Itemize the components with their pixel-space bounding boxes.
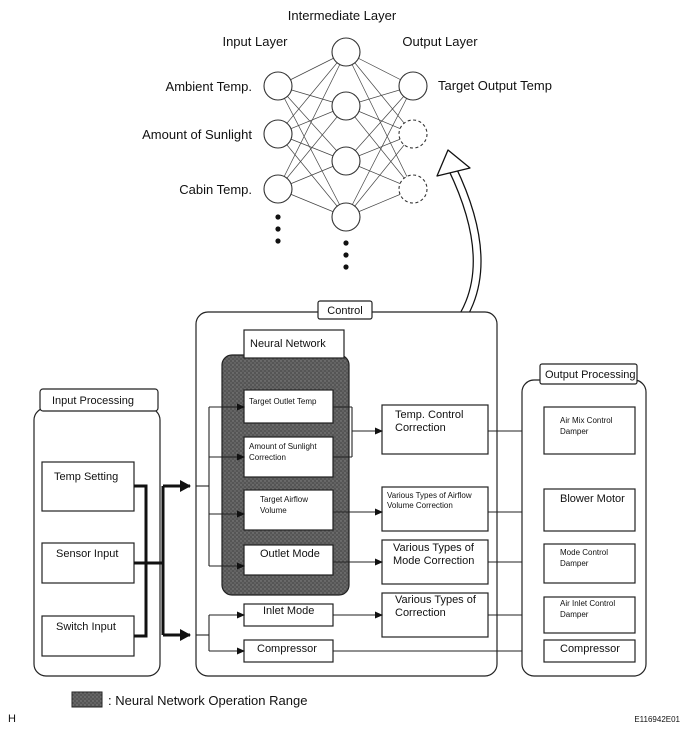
airflow-correction-box [381, 486, 489, 532]
outlet-mode-box [243, 544, 334, 576]
output-node-dashed [398, 119, 428, 149]
temp-setting-label: Temp Setting [54, 471, 118, 483]
temp-control-correction-line2: Correction [395, 422, 446, 434]
temp-control-correction-line1: Temp. Control [395, 409, 463, 421]
network-figure: Intermediate Layer Input Layer Output La… [142, 8, 552, 270]
target-outlet-temp-label: Target Outlet Temp [249, 397, 317, 406]
output-processing-title: Output Processing [545, 369, 636, 381]
air-mix-damper-line1: Air Mix Control [560, 416, 613, 425]
compressor-output-box [543, 639, 636, 663]
footer-left: H [8, 713, 16, 725]
sunlight-correction-line2: Correction [249, 453, 286, 462]
output-node-dashed [398, 174, 428, 204]
network-edge [345, 133, 414, 218]
input-node [263, 71, 293, 101]
network-edge [277, 51, 347, 135]
target-airflow-line2: Volume [260, 506, 287, 515]
network-connections [277, 51, 414, 218]
neural-network-box [243, 329, 345, 359]
mode-correction-line1: Various Types of [393, 542, 475, 554]
control-connectors [196, 403, 545, 655]
footer-right: E116942E01 [634, 715, 680, 724]
air-inlet-damper-line2: Damper [560, 610, 589, 619]
mode-damper-line2: Damper [560, 559, 589, 568]
mode-correction-line2: Mode Correction [393, 555, 474, 567]
network-edge [345, 85, 414, 218]
switch-input-box [41, 615, 135, 657]
mode-damper-line1: Mode Control [560, 548, 608, 557]
output-processing-title-box [539, 363, 638, 385]
hidden-node [331, 146, 361, 176]
ellipsis-dot [275, 238, 281, 244]
target-airflow-line1: Target Airflow [260, 495, 308, 504]
network-edge [277, 85, 347, 218]
ellipsis-dot [275, 226, 281, 232]
compressor-control-label: Compressor [257, 643, 317, 655]
hidden-node [331, 37, 361, 67]
inlet-mode-label: Inlet Mode [263, 605, 314, 617]
sensor-input-label: Sensor Input [56, 548, 118, 560]
input-label-ambient: Ambient Temp. [166, 79, 252, 94]
target-outlet-temp-box [243, 389, 334, 424]
output-label-target: Target Output Temp [438, 78, 552, 93]
inlet-correction-line1: Various Types of [395, 594, 477, 606]
airflow-correction-line2: Volume Correction [387, 501, 453, 510]
compressor-output-label: Compressor [560, 643, 620, 655]
outlet-mode-label: Outlet Mode [260, 548, 320, 560]
air-mix-damper-box [543, 406, 636, 455]
input-processing-panel: Input Processing Temp Setting Sensor Inp… [33, 388, 161, 677]
legend-swatch [71, 691, 103, 708]
ellipsis-dot [343, 264, 349, 270]
air-inlet-damper-box [543, 596, 636, 634]
input-node [263, 174, 293, 204]
ellipsis-dot [275, 214, 281, 220]
control-panel: Control Neural Network Target Outlet Tem… [195, 300, 498, 677]
network-edge [277, 133, 347, 218]
ellipsis-dot [343, 240, 349, 246]
blower-motor-box [543, 488, 636, 532]
output-processing-panel: Output Processing Air Mix Control Damper… [521, 363, 647, 677]
input-label-sunlight: Amount of Sunlight [142, 127, 252, 142]
legend-label: : Neural Network Operation Range [108, 693, 307, 708]
input-bus [134, 480, 191, 641]
mode-damper-box [543, 543, 636, 584]
input-processing-title: Input Processing [52, 395, 134, 407]
neural-network-label: Neural Network [250, 338, 326, 350]
network-edge [345, 51, 414, 190]
network-edge [345, 51, 414, 135]
input-processing-title-box [39, 388, 159, 412]
air-inlet-damper-line1: Air Inlet Control [560, 599, 615, 608]
mode-correction-box [381, 539, 489, 585]
legend: : Neural Network Operation Range [71, 691, 307, 708]
inlet-correction-line2: Correction [395, 607, 446, 619]
hidden-node [331, 91, 361, 121]
input-layer-label: Input Layer [222, 34, 288, 49]
network-edge [277, 51, 347, 190]
network-edge [277, 105, 347, 190]
hidden-node [331, 202, 361, 232]
sunlight-correction-box [243, 436, 334, 478]
output-layer-label: Output Layer [402, 34, 478, 49]
airflow-correction-line1: Various Types of Airflow [387, 491, 472, 500]
output-node [398, 71, 428, 101]
input-label-cabin: Cabin Temp. [179, 182, 252, 197]
target-airflow-box [243, 489, 334, 531]
temp-control-correction-box [381, 404, 489, 455]
network-edge [277, 85, 347, 162]
network-edge [345, 85, 414, 162]
intermediate-layer-label: Intermediate Layer [288, 8, 397, 23]
switch-input-label: Switch Input [56, 621, 116, 633]
control-title-box [317, 300, 373, 320]
input-node [263, 119, 293, 149]
temp-setting-box [41, 461, 135, 512]
blower-motor-label: Blower Motor [560, 493, 625, 505]
control-title: Control [327, 305, 362, 317]
air-mix-damper-line2: Damper [560, 427, 589, 436]
sunlight-correction-line1: Amount of Sunlight [249, 442, 317, 451]
ellipsis-dot [343, 252, 349, 258]
